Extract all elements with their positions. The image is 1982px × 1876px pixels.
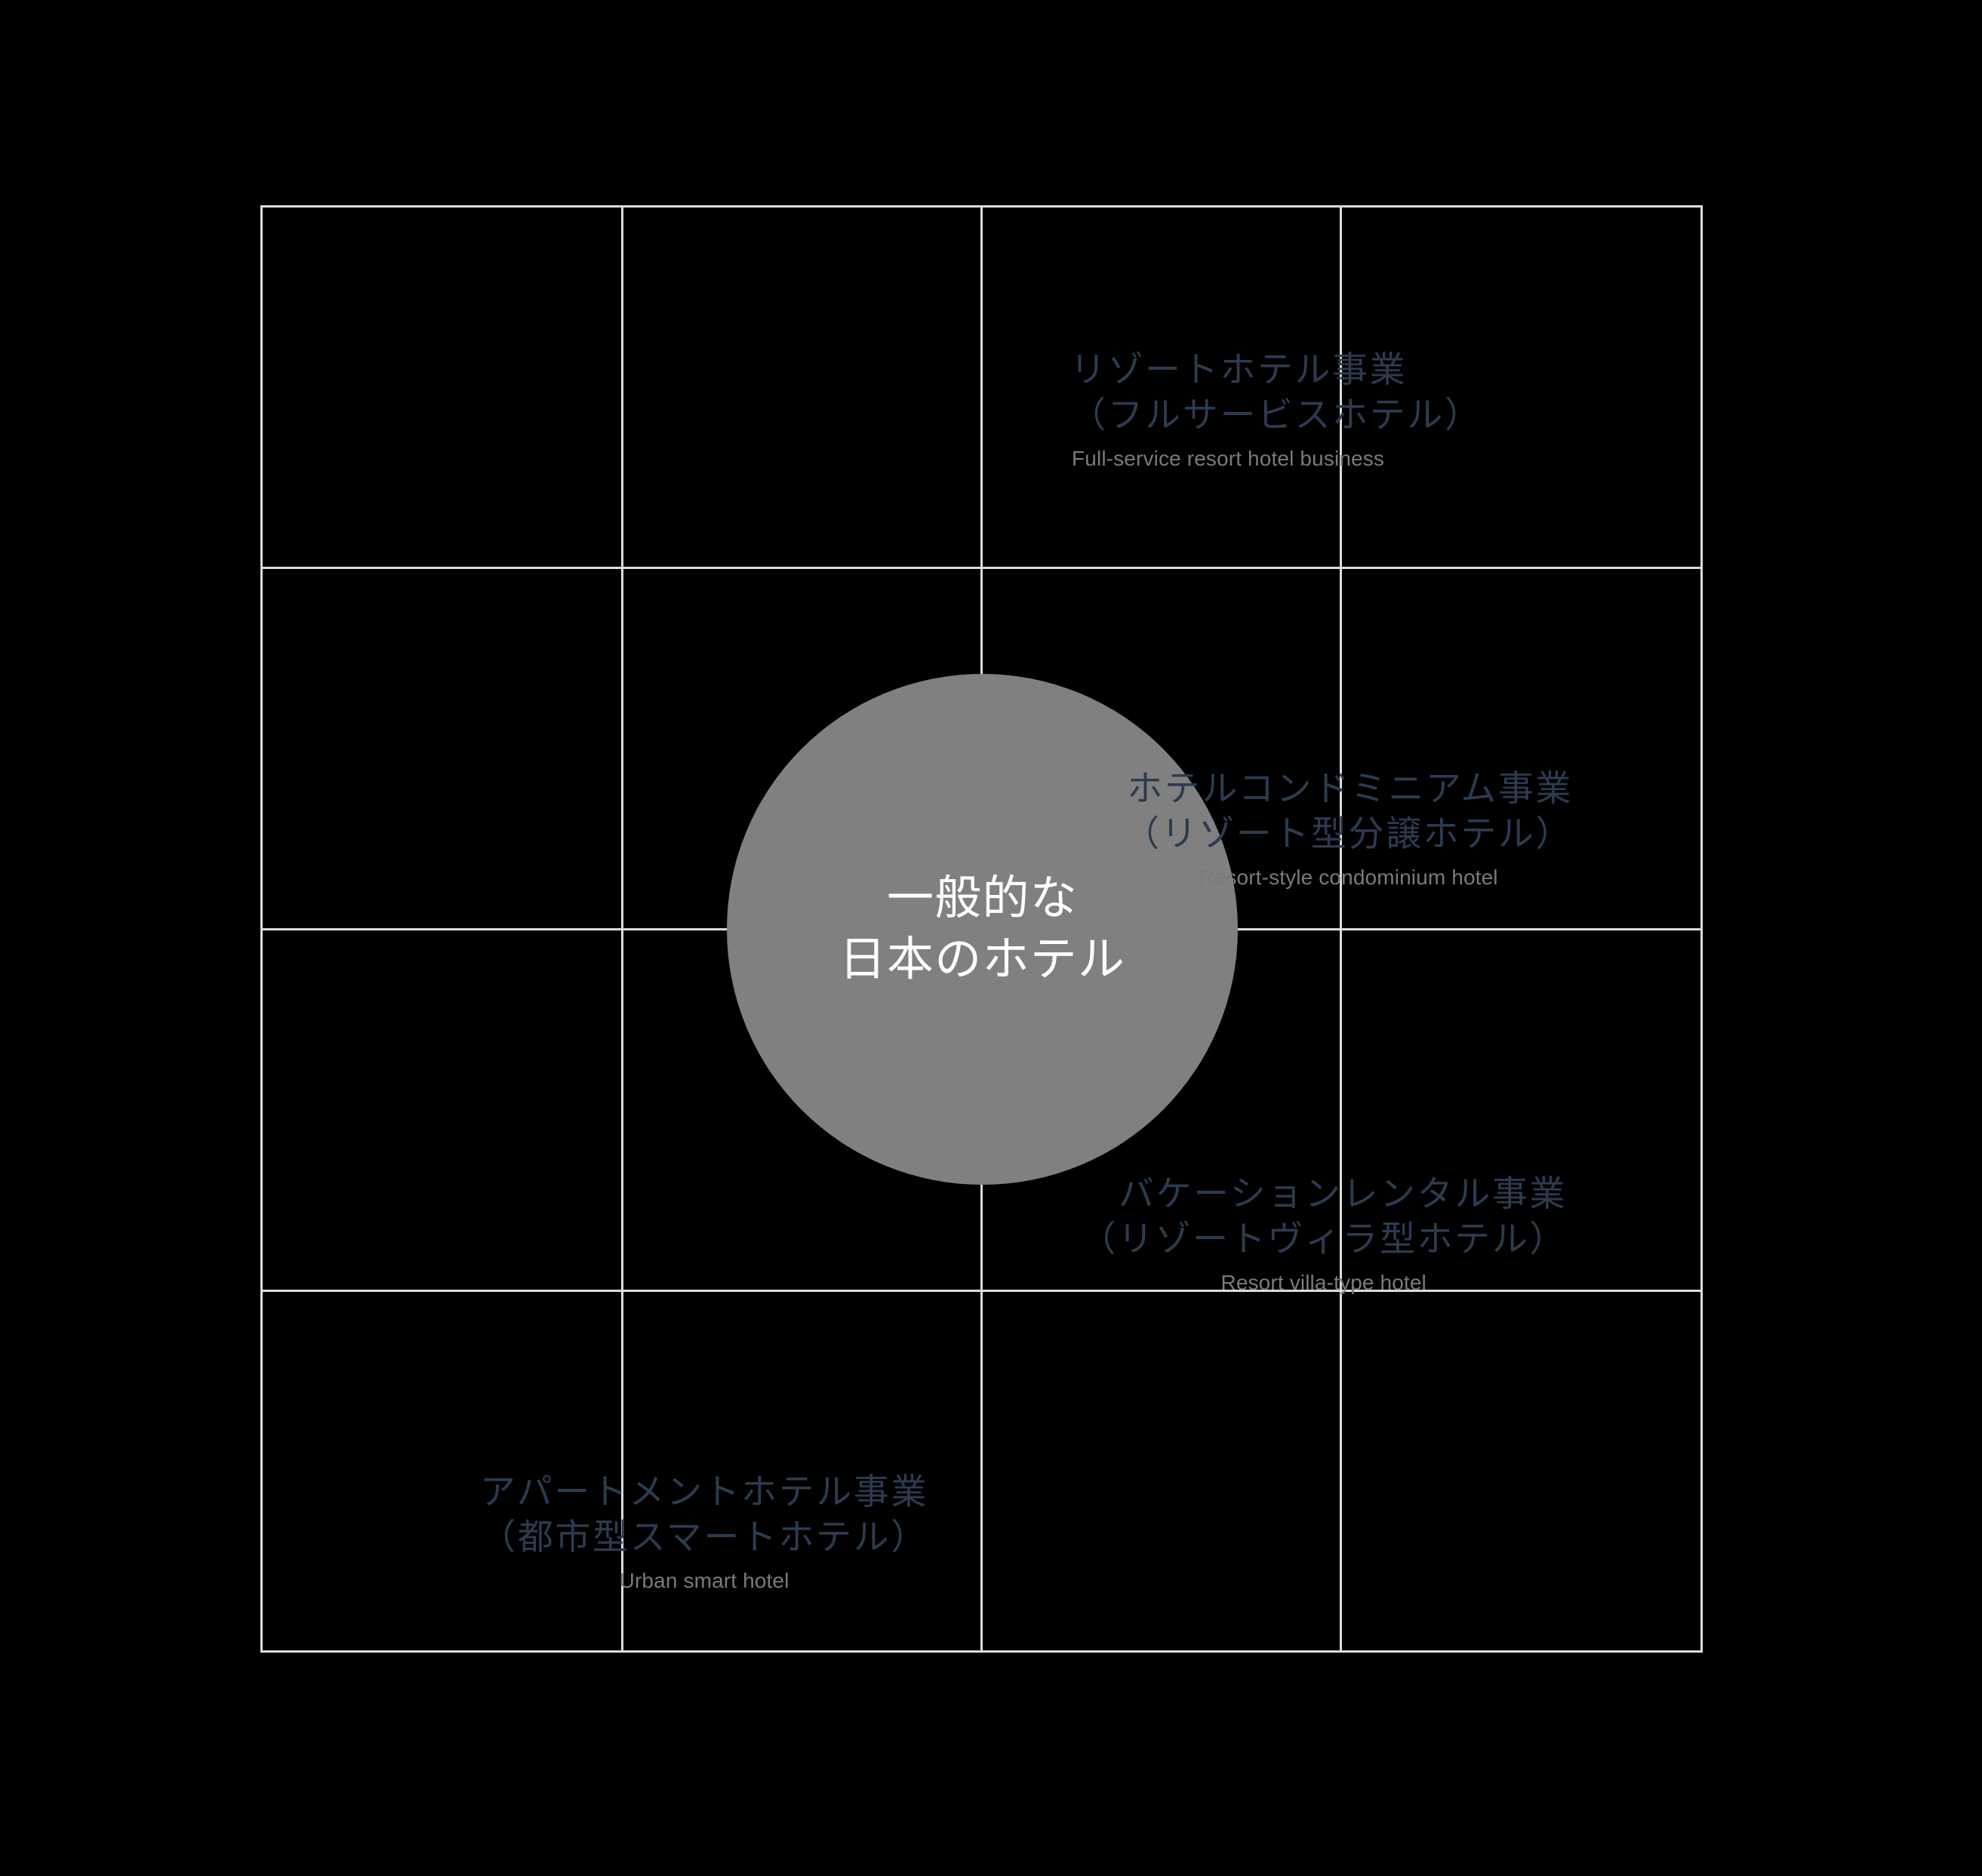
business-label-vacation-rental: バケーションレンタル事業 （リゾートヴィラ型ホテル） Resort villa-…: [1080, 1171, 1567, 1298]
grid-line-horizontal: [260, 205, 1703, 208]
business-title-jp-line1: アパートメントホテル事業: [480, 1472, 929, 1512]
grid-line-horizontal: [260, 1650, 1703, 1653]
business-subtitle-en: Resort villa-type hotel: [1220, 1271, 1426, 1295]
business-subtitle-en: Urban smart hotel: [619, 1569, 789, 1593]
business-title-jp-line1: ホテルコンドミニアム事業: [1127, 768, 1573, 808]
business-title-jp-line2: （リゾートヴィラ型ホテル）: [1080, 1219, 1567, 1259]
business-title-jp-line1: バケーションレンタル事業: [1118, 1173, 1567, 1213]
center-circle-label-line2: 日本のホテル: [839, 933, 1126, 986]
business-label-hotel-condominium: ホテルコンドミニアム事業 （リゾート型分譲ホテル） Resort-style c…: [1124, 766, 1573, 893]
business-subtitle-en: Resort-style condominium hotel: [1199, 866, 1498, 890]
grid-line-vertical: [1700, 205, 1703, 1653]
grid-line-horizontal: [260, 567, 1703, 569]
grid-line-vertical: [621, 205, 623, 1653]
business-title-jp-line2: （都市型スマートホテル）: [480, 1517, 928, 1558]
business-label-resort-hotel: リゾートホテル事業 （フルサービスホテル） Full-service resor…: [1070, 347, 1482, 474]
center-circle-node: 一般的な 日本のホテル: [727, 674, 1238, 1185]
business-title-jp-line2: （フルサービスホテル）: [1070, 395, 1482, 435]
center-circle-label-line1: 一般的な: [887, 872, 1078, 924]
business-subtitle-en: Full-service resort hotel business: [1072, 447, 1385, 471]
business-label-apartment-hotel: アパートメントホテル事業 （都市型スマートホテル） Urban smart ho…: [480, 1469, 928, 1596]
grid-line-vertical: [260, 205, 263, 1653]
business-title-jp-line2: （リゾート型分譲ホテル）: [1123, 813, 1573, 854]
business-title-jp-line1: リゾートホテル事業: [1070, 349, 1408, 389]
